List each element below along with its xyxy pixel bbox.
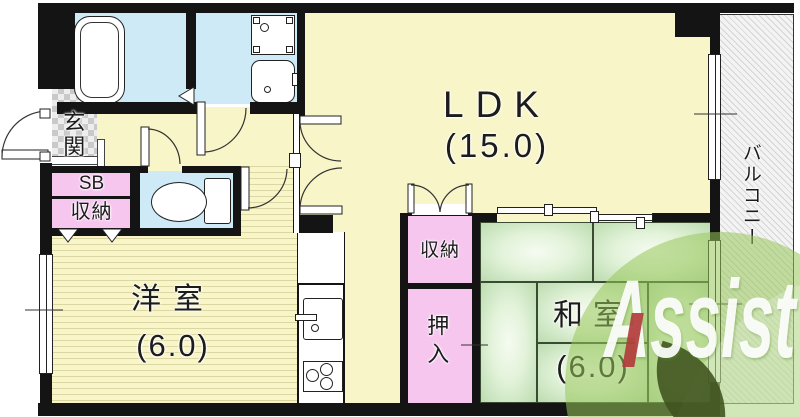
- room-label-western: 洋室: [131, 283, 215, 316]
- wall: [250, 102, 297, 114]
- pan-corner: [286, 17, 293, 24]
- wall: [710, 180, 720, 240]
- wall: [472, 213, 480, 405]
- tatami-mat: [480, 222, 593, 282]
- room-size-ldk: (15.0): [444, 127, 550, 164]
- room-label-storage-hall: 収納: [70, 201, 113, 223]
- sliding-door-handle: [590, 211, 599, 223]
- pan-corner: [253, 46, 260, 53]
- window: [708, 54, 721, 180]
- wall: [38, 403, 720, 416]
- door-jamb: [289, 153, 301, 168]
- faucet-icon: [295, 314, 317, 321]
- door-frame: [293, 114, 300, 233]
- wall: [40, 374, 52, 404]
- burner-icon: [320, 377, 333, 390]
- corridor-floor: [241, 166, 297, 236]
- room-label-storage-ldk: 収納: [419, 240, 460, 261]
- washbasin-icon: [251, 60, 295, 103]
- entrance-floor: [52, 88, 97, 162]
- room-label-balcony: バルコニー: [739, 143, 761, 248]
- room-label-entrance: 玄関: [60, 110, 86, 160]
- basin-drain-icon: [264, 86, 271, 93]
- wall: [400, 213, 408, 405]
- burner-icon: [306, 369, 319, 382]
- toilet-tank-icon: [204, 178, 231, 224]
- wall: [38, 3, 75, 89]
- wall: [480, 213, 497, 222]
- wall: [38, 3, 794, 13]
- pan-drain-icon: [260, 23, 269, 32]
- pan-corner: [253, 17, 260, 24]
- wall: [130, 166, 140, 236]
- pan-corner: [286, 46, 293, 53]
- room-label-shoebox: SB: [78, 173, 105, 194]
- room-label-futon-closet: 押入: [424, 314, 450, 370]
- wall: [52, 166, 148, 173]
- wall: [40, 228, 240, 236]
- window: [39, 254, 53, 374]
- room-western: [52, 232, 297, 403]
- refrigerator-space: [297, 232, 345, 283]
- sliding-door-handle: [636, 217, 645, 229]
- room-label-ldk: LDK: [443, 84, 551, 125]
- toilet-bowl-icon: [151, 182, 207, 222]
- closet-column: [408, 213, 472, 403]
- drain-icon: [311, 324, 319, 332]
- wall: [675, 13, 720, 37]
- sliding-door-handle: [544, 204, 553, 216]
- shoe-box-area: [52, 168, 130, 234]
- wall: [408, 283, 472, 289]
- wall: [233, 166, 241, 236]
- wall: [297, 13, 305, 117]
- room-size-western: (6.0): [136, 328, 210, 363]
- entrance-step: [52, 156, 97, 165]
- bathtub-inner: [80, 22, 119, 98]
- wall: [652, 213, 712, 222]
- wall: [182, 166, 241, 173]
- wall: [186, 13, 196, 89]
- wall: [57, 102, 197, 114]
- tatami-mat: [480, 282, 537, 403]
- wall: [297, 215, 333, 233]
- wall: [52, 196, 132, 199]
- burner-icon: [320, 363, 333, 376]
